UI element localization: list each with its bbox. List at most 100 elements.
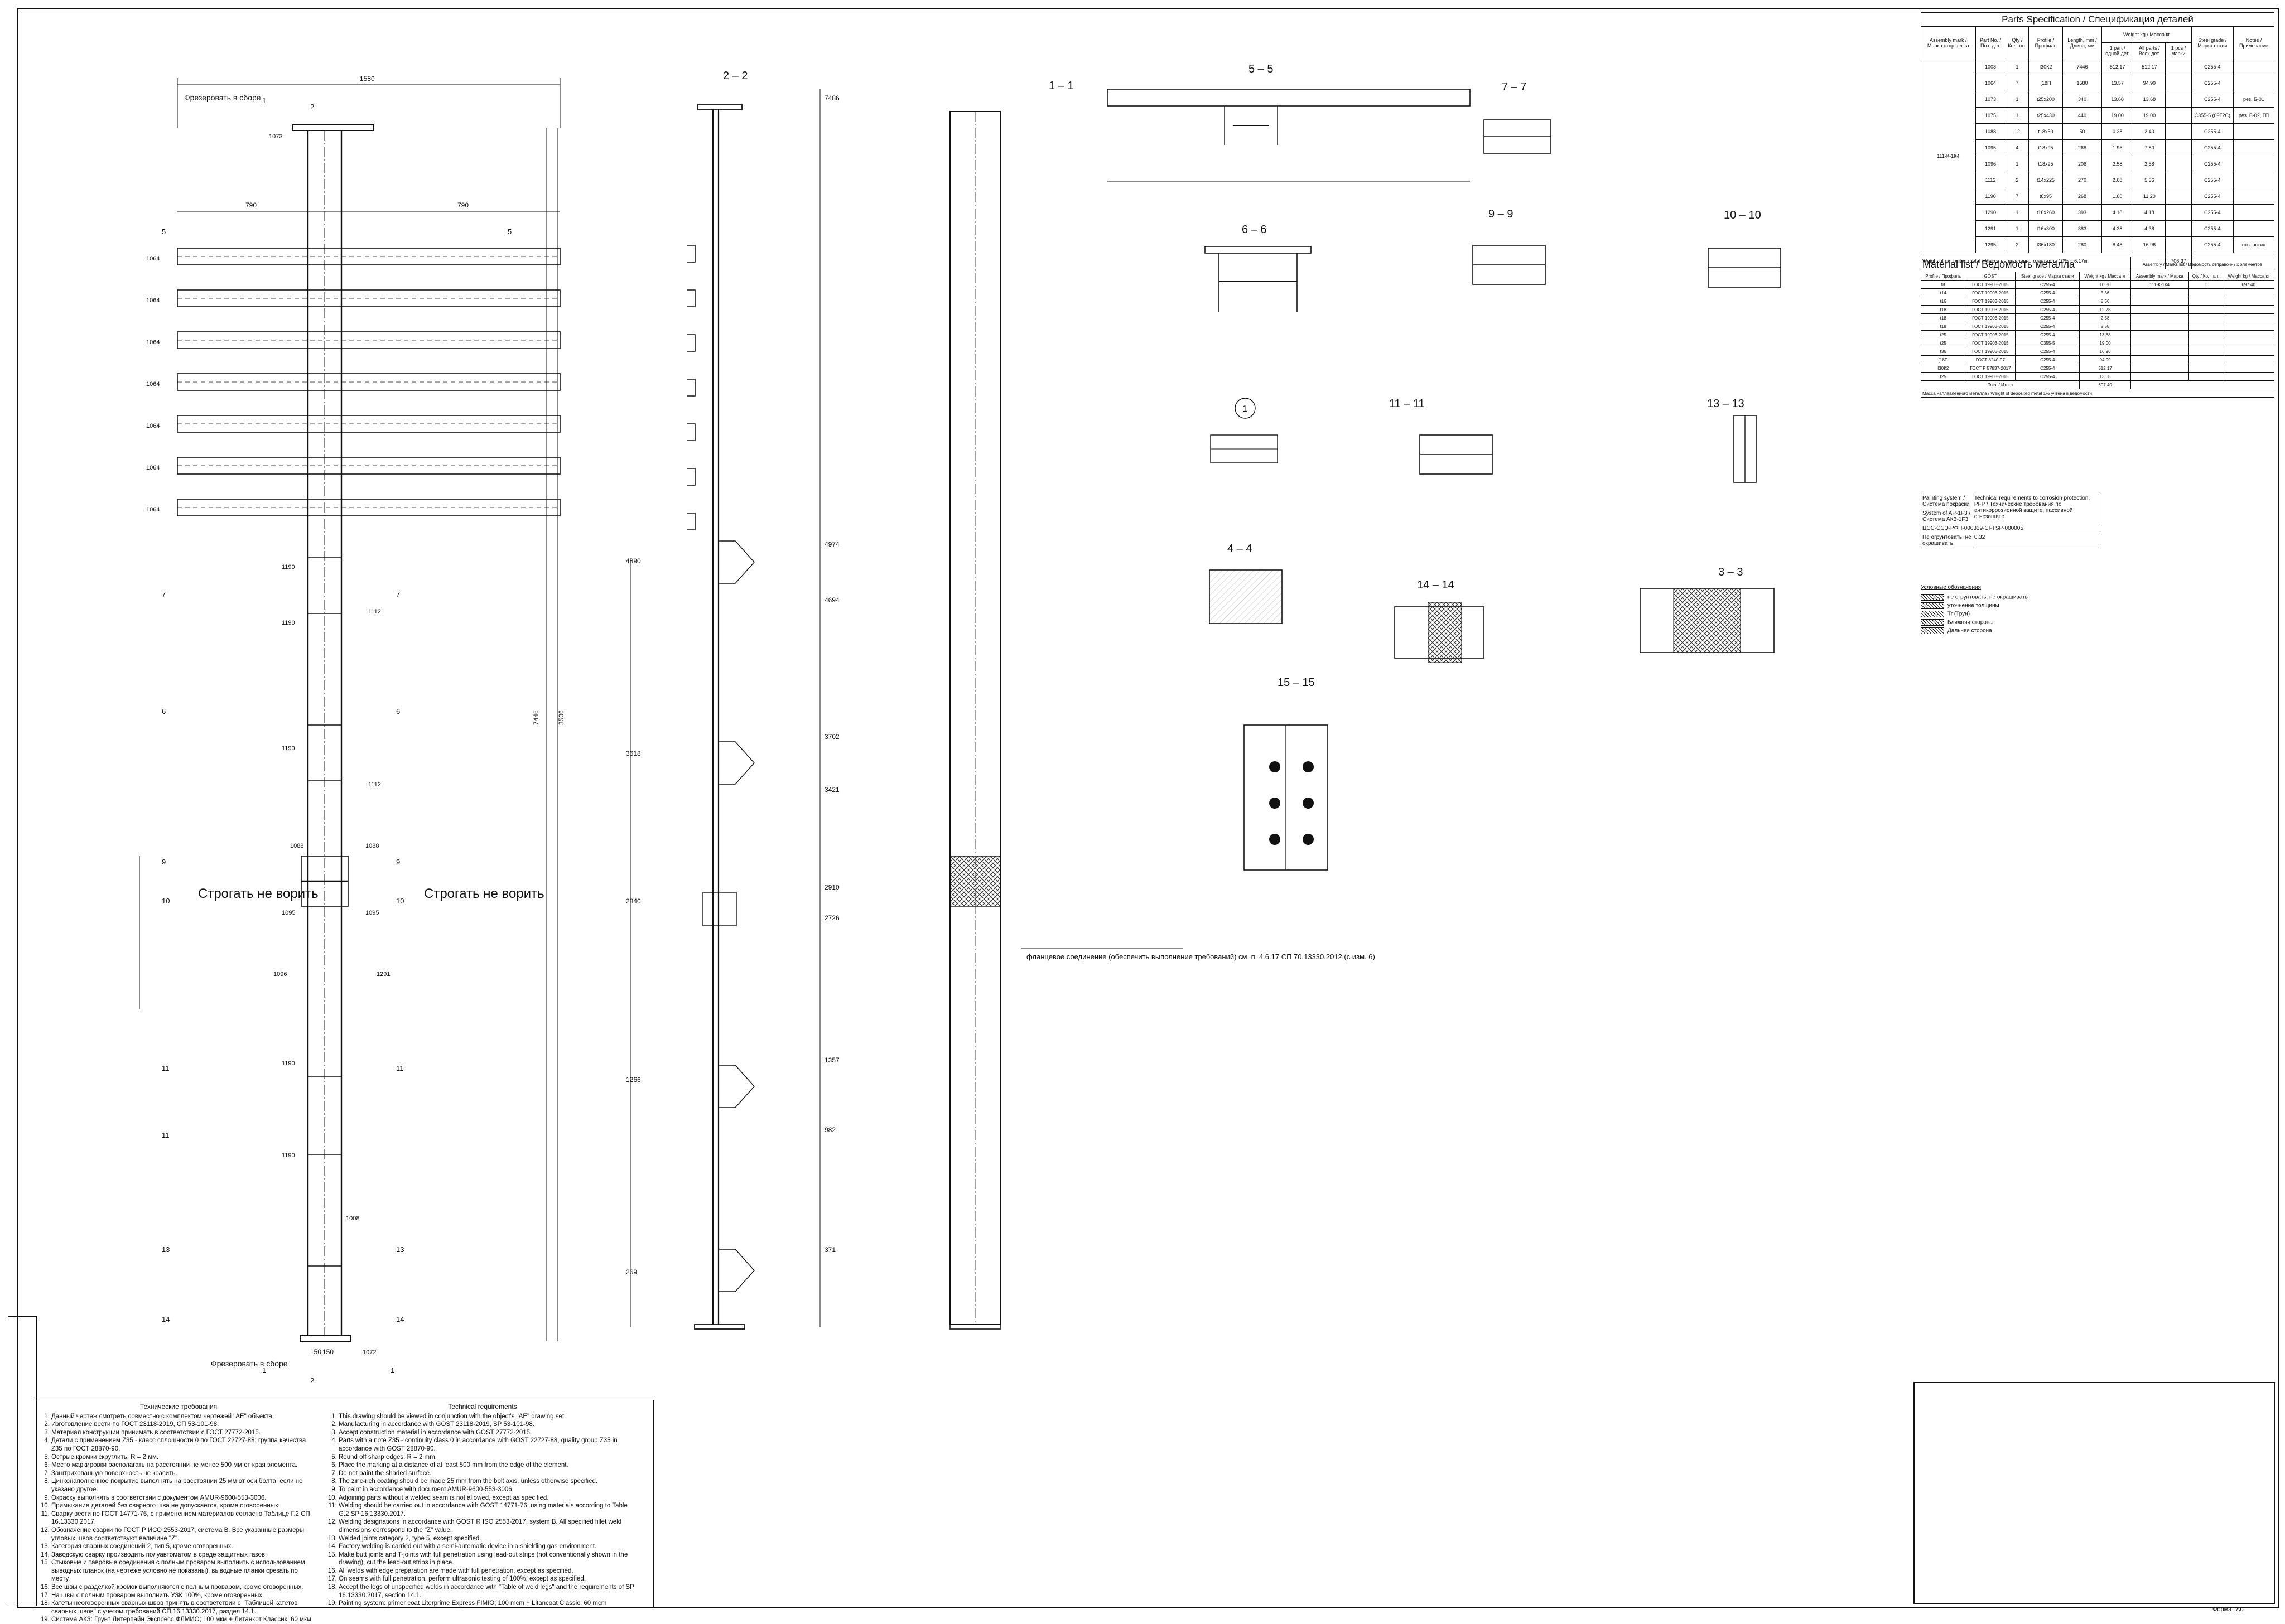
- svg-text:1: 1: [391, 1366, 394, 1375]
- mill-note-top: Фрезеровать в сборе: [184, 93, 261, 102]
- svg-text:1190: 1190: [282, 745, 295, 752]
- svg-text:10: 10: [162, 897, 170, 905]
- svg-text:3618: 3618: [626, 750, 641, 757]
- front-dims: 1580 790 790 150 150 7446 3506: [245, 75, 565, 1356]
- view-1-1-title: 1 – 1: [1049, 80, 1073, 92]
- svg-text:7446: 7446: [532, 710, 540, 725]
- svg-text:6: 6: [162, 707, 166, 716]
- requirement-item: Accept construction material in accordan…: [339, 1429, 639, 1437]
- svg-text:1073: 1073: [269, 133, 282, 140]
- svg-text:790: 790: [457, 201, 469, 209]
- requirement-item: Стыковые и тавровые соединения с полным …: [51, 1559, 318, 1583]
- requirement-item: Цинконаполненное покрытие выполнять на р…: [51, 1477, 318, 1494]
- requirement-item: To paint in accordance with document AMU…: [339, 1486, 639, 1494]
- view-4-4-title: 4 – 4: [1227, 543, 1252, 555]
- view-14-14: [1394, 602, 1484, 663]
- view-13-13: [1733, 415, 1757, 483]
- dim-1580: 1580: [360, 75, 375, 83]
- view-9-9-title: 9 – 9: [1488, 208, 1513, 220]
- svg-text:1: 1: [262, 96, 266, 105]
- svg-text:790: 790: [245, 201, 257, 209]
- svg-text:1: 1: [262, 1366, 266, 1375]
- svg-text:5: 5: [162, 228, 166, 236]
- plane-note-left: Строгать не ворить: [198, 886, 319, 901]
- view-3-3-title: 3 – 3: [1718, 566, 1743, 578]
- svg-text:1064: 1064: [146, 255, 160, 262]
- requirement-item: All welds with edge preparation are made…: [339, 1567, 639, 1575]
- view-6-6-title: 6 – 6: [1242, 224, 1266, 236]
- view-10-10: [1708, 248, 1781, 288]
- svg-text:1112: 1112: [368, 608, 381, 615]
- view-3-3: [1640, 588, 1775, 653]
- svg-text:2: 2: [310, 1376, 314, 1385]
- requirement-item: Welded joints category 2, type 5, except…: [339, 1535, 639, 1543]
- legend-item: не огрунтовать, не окрашивать: [1921, 594, 2028, 601]
- requirements-frame: [35, 1400, 654, 1607]
- svg-text:1088: 1088: [290, 843, 303, 849]
- svg-text:3506: 3506: [557, 710, 565, 725]
- svg-text:14: 14: [162, 1315, 170, 1323]
- title-block: [1913, 1382, 2275, 1604]
- requirement-item: Заводскую сварку производить полуавтомат…: [51, 1551, 318, 1559]
- legend: Условные обозначения не огрунтовать, не …: [1921, 584, 2028, 634]
- requirement-item: Do not paint the shaded surface.: [339, 1470, 639, 1478]
- requirement-item: Материал конструкции принимать в соответ…: [51, 1429, 318, 1437]
- svg-text:1064: 1064: [146, 423, 160, 429]
- svg-text:371: 371: [825, 1246, 836, 1254]
- svg-text:2840: 2840: [626, 897, 641, 905]
- svg-text:11: 11: [162, 1064, 170, 1072]
- svg-text:5: 5: [508, 228, 512, 236]
- view-5-5-title: 5 – 5: [1248, 63, 1273, 75]
- svg-text:2: 2: [310, 103, 314, 111]
- svg-text:1064: 1064: [146, 506, 160, 513]
- requirement-item: Welding designations in accordance with …: [339, 1518, 639, 1534]
- requirement-item: Round off sharp edges: R = 2 mm.: [339, 1453, 639, 1462]
- svg-text:1190: 1190: [282, 1152, 295, 1159]
- view-10-10-title: 10 – 10: [1724, 209, 1761, 221]
- requirement-item: Adjoining parts without a welded seam is…: [339, 1494, 639, 1502]
- requirement-item: Сварку вести по ГОСТ 14771-76, с примене…: [51, 1510, 318, 1526]
- view-6-6: [1204, 246, 1312, 312]
- requirement-item: Заштрихованную поверхность не красить.: [51, 1470, 318, 1478]
- requirement-item: Система АКЗ: Грунт Литерпайн Экспресс ФЛ…: [51, 1616, 318, 1624]
- svg-text:11: 11: [162, 1131, 170, 1139]
- svg-text:1064: 1064: [146, 381, 160, 388]
- view-1-1: [949, 111, 1183, 1330]
- svg-text:7: 7: [162, 590, 166, 598]
- svg-text:10: 10: [396, 897, 404, 905]
- requirement-item: Accept the legs of unspecified welds in …: [339, 1583, 639, 1599]
- svg-text:1064: 1064: [146, 465, 160, 471]
- svg-text:14: 14: [396, 1315, 404, 1323]
- view-7-7: [1483, 119, 1551, 154]
- legend-item: Ближняя сторона: [1921, 619, 2028, 626]
- svg-text:1190: 1190: [282, 620, 295, 626]
- svg-text:2726: 2726: [825, 914, 840, 922]
- requirement-item: Welding should be carried out in accorda…: [339, 1502, 639, 1518]
- requirement-item: Место маркировки располагать на расстоян…: [51, 1461, 318, 1470]
- front-view: [139, 78, 561, 1342]
- svg-text:1112: 1112: [368, 781, 381, 788]
- requirement-item: Parts with a note Z35 - continuity class…: [339, 1437, 639, 1453]
- svg-text:1095: 1095: [282, 910, 295, 916]
- view-13-13-title: 13 – 13: [1707, 398, 1744, 410]
- svg-text:4974: 4974: [825, 540, 840, 548]
- view-5-5: [1107, 89, 1471, 182]
- legend-item: Дальняя сторона: [1921, 627, 2028, 634]
- svg-text:150: 150: [310, 1348, 321, 1356]
- view-2-2-title: 2 – 2: [723, 70, 748, 82]
- requirement-item: На швы с полным проваром выполнить УЗК 1…: [51, 1592, 318, 1600]
- svg-text:13: 13: [396, 1245, 404, 1254]
- svg-text:7: 7: [396, 590, 400, 598]
- requirement-item: Painting system: primer coat Literprime …: [339, 1599, 639, 1608]
